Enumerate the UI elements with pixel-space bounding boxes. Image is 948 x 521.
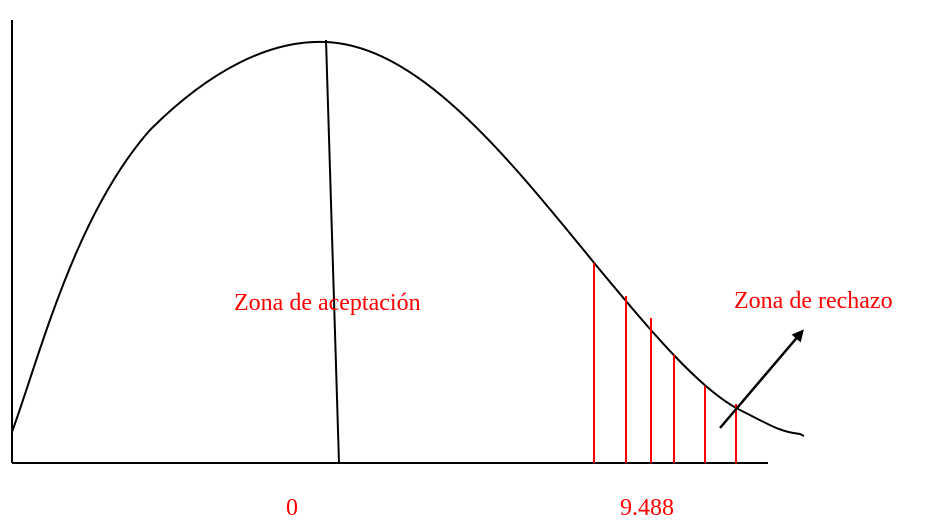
tick-label-critical: 9.488 — [620, 495, 674, 521]
rejection-arrow — [719, 329, 804, 429]
rejection-zone-label: Zona de rechazo — [734, 288, 893, 314]
acceptance-zone-label: Zona de aceptación — [234, 290, 421, 316]
tick-label-zero: 0 — [286, 495, 298, 521]
divider-line — [325, 39, 340, 464]
distribution-curve — [11, 40, 805, 437]
rejection-region-hatching — [593, 263, 737, 463]
